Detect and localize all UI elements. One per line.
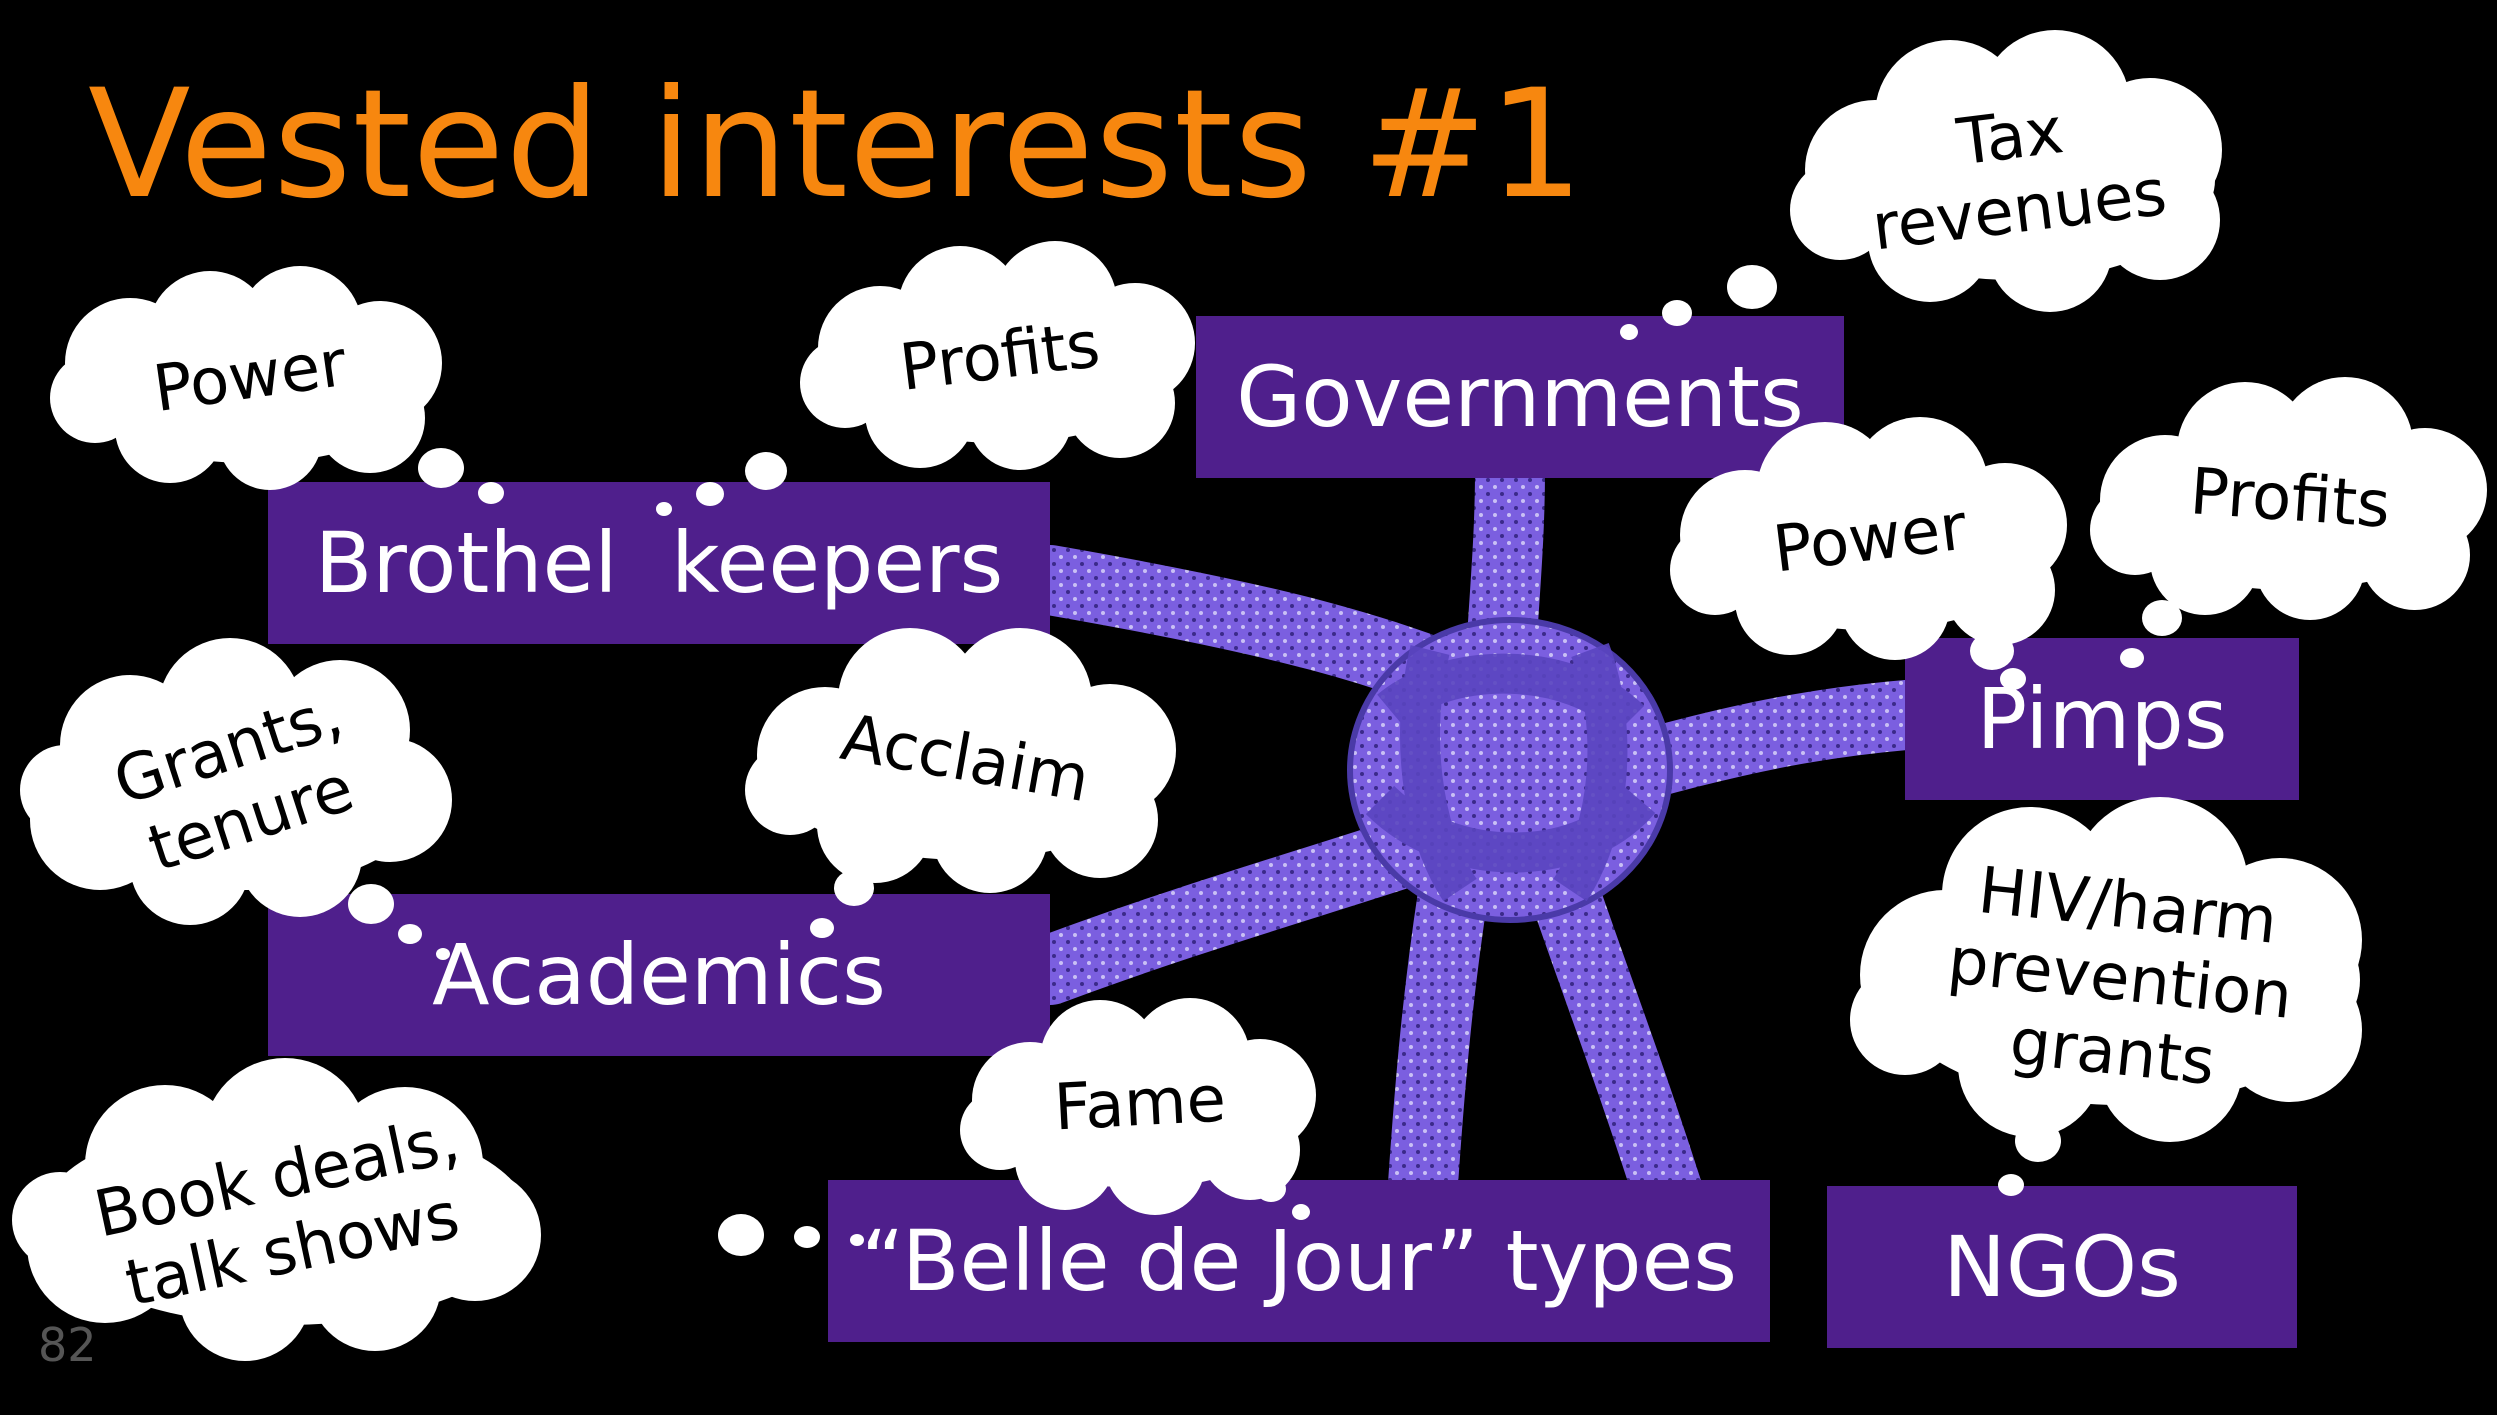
thought-bubble-dot <box>2142 600 2182 636</box>
thought-cloud-hiv-grants: HIV/harm prevention grants <box>1840 797 2400 1150</box>
brothel-keepers-box: Brothel keepers <box>268 482 1050 644</box>
academics-label: Academics <box>432 926 886 1024</box>
thought-cloud-acclaim: Acclaim <box>730 628 1200 893</box>
thought-bubble-dot <box>2120 648 2144 668</box>
thought-cloud-fame: Fame <box>950 998 1330 1215</box>
academics-box: Academics <box>268 894 1050 1056</box>
belle-de-jour-label: “Belle de Jour” types <box>860 1212 1738 1310</box>
thought-bubble-dot <box>2015 1120 2061 1162</box>
thought-bubble-dot <box>718 1214 764 1256</box>
thought-bubble-dot <box>794 1226 820 1248</box>
thought-bubble-dot <box>478 482 504 504</box>
pimps-box: Pimps <box>1905 638 2299 800</box>
thought-bubble-dot <box>1292 1204 1310 1220</box>
thought-bubble-dot <box>1620 324 1638 340</box>
brothel-keepers-label: Brothel keepers <box>314 514 1004 612</box>
thought-cloud-profits-right: Profits <box>2080 377 2497 620</box>
thought-cloud-power-right: Power <box>1660 417 2080 660</box>
thought-bubble-dot <box>1727 265 1777 309</box>
thought-cloud-book-deals: Book deals, talk shows <box>5 1058 565 1361</box>
governments-box: Governments <box>1196 316 1844 478</box>
governments-label: Governments <box>1236 348 1804 446</box>
thought-cloud-power-left: Power <box>40 266 460 490</box>
slide-number: 82 <box>38 1318 97 1372</box>
thought-bubble-dot <box>745 452 787 490</box>
thought-bubble-dot <box>1970 632 2014 670</box>
thought-bubble-dot <box>436 948 450 960</box>
ngos-label: NGOs <box>1943 1218 2181 1316</box>
thought-cloud-tax-revenues: Tax revenues <box>1780 30 2250 312</box>
cloud-text-profits-right: Profits <box>2187 455 2393 544</box>
ngos-box: NGOs <box>1827 1186 2297 1348</box>
thought-bubble-dot <box>656 502 672 516</box>
slide-title: Vested interests #1 <box>88 58 1585 232</box>
thought-bubble-dot <box>398 924 422 944</box>
thought-bubble-dot <box>850 1234 864 1246</box>
thought-bubble-dot <box>810 918 834 938</box>
cloud-text-hiv-grants: HIV/harm prevention grants <box>1944 853 2296 1100</box>
thought-bubble-dot <box>1998 1174 2024 1196</box>
thought-bubble-dot <box>696 482 724 506</box>
cloud-text-tax-revenues: Tax revenues <box>1868 94 2171 266</box>
thought-bubble-dot <box>418 448 464 488</box>
cloud-text-power-right: Power <box>1769 490 1971 588</box>
thought-cloud-grants-tenure: Grants, tenure <box>10 638 470 925</box>
thought-bubble-dot <box>834 870 874 906</box>
thought-cloud-profits-left: Profits <box>790 241 1210 470</box>
thought-bubble-dot <box>2000 668 2026 690</box>
thought-bubble-dot <box>1662 300 1692 326</box>
thought-bubble-dot <box>1256 1176 1286 1202</box>
thought-bubble-dot <box>348 884 394 924</box>
